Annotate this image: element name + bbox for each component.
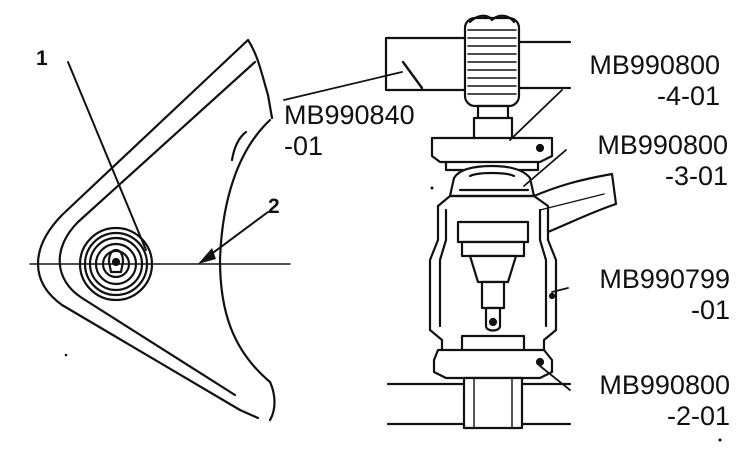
lower-arm-right-edge <box>268 380 276 422</box>
scan-specks <box>64 186 722 442</box>
lower-support-bar <box>386 376 572 430</box>
label-mb990840-line2: -01 <box>284 131 324 161</box>
label-mb990799-line2: -01 <box>690 295 730 325</box>
lower-arm-web-curve-2 <box>230 130 248 162</box>
lower-arm-view <box>29 38 403 422</box>
label-mb990799-line1: MB990799 <box>599 264 730 294</box>
receiver-mb990799 <box>428 194 558 352</box>
callout-number-1: 1 <box>36 47 48 70</box>
mb990800-4-leader <box>509 89 563 141</box>
label-mb990799: MB990799 -01 <box>599 266 730 324</box>
label-mb990840-line1: MB990840 <box>284 100 415 130</box>
label-mb990800-2-line2: -2-01 <box>666 401 730 431</box>
mb990840-leader <box>283 71 403 101</box>
label-mb990840: MB990840 -01 <box>284 102 415 160</box>
adapter-mb990800-3 <box>448 164 536 198</box>
callout-2-arrow <box>198 211 269 264</box>
callout-number-2: 2 <box>268 195 280 218</box>
lower-arm-inner-edge <box>58 60 257 397</box>
tool-assembly-view <box>384 14 618 430</box>
mb990799-leader <box>551 287 569 293</box>
label-mb990800-2: MB990800 -2-01 <box>599 372 730 430</box>
label-mb990800-3-line2: -3-01 <box>664 161 728 191</box>
lower-arm-top-edge <box>246 38 274 120</box>
mb990840-bar <box>384 36 572 92</box>
mb990800-2-leader <box>539 365 571 391</box>
label-mb990800-2-line1: MB990800 <box>599 370 730 400</box>
label-mb990800-3: MB990800 -3-01 <box>597 132 728 190</box>
forcing-screw <box>463 14 521 144</box>
mb990800-3-leader <box>523 149 567 187</box>
lower-arm-web-curve <box>218 118 272 384</box>
label-mb990800-4-line1: MB990800 <box>589 50 720 80</box>
knuckle-arm <box>532 172 618 234</box>
callout-1-leader <box>67 61 147 251</box>
label-mb990800-4-line2: -4-01 <box>656 81 720 111</box>
adapter-mb990800-2 <box>432 334 554 380</box>
label-mb990800-4: MB990800 -4-01 <box>589 52 720 110</box>
label-mb990800-3-line1: MB990800 <box>597 130 728 160</box>
